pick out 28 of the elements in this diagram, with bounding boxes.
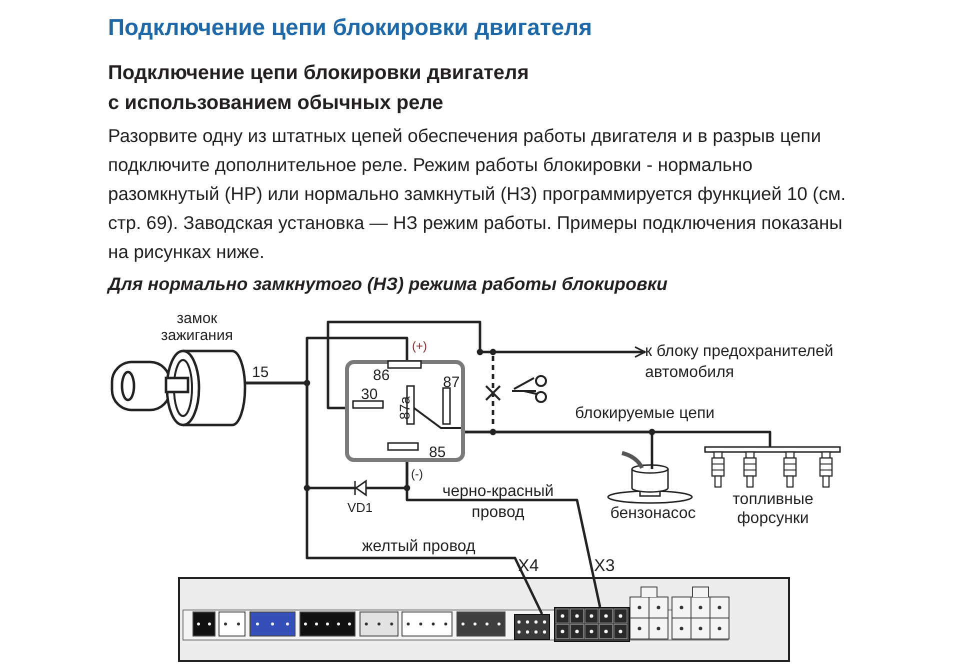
node-label: замок зажигания [160,310,234,344]
wire [406,462,602,608]
pin-number: 85 [429,444,446,461]
paragraph: Разорвите одну из штатных цепей обеспечения работы двигателя и в разрыв цепи подключите дополнительное реле. Режим работы блокировки - нормально разомкнутый (НР) или нормально замкнутый (НЗ) программируется функцией 10 (см. стр. 69). Заводская установка — НЗ режим работы. Примеры подключения показаны на рисунках ниже. [108,124,847,264]
edge-label: желтый провод [362,538,476,556]
subheading: Для нормально замкнутого (НЗ) режима работы блокировки [108,274,668,295]
polarity-label: (+) [412,339,427,353]
pin-number: 86 [373,367,390,384]
wire [246,382,544,615]
connector-block [514,614,550,640]
polarity-label: (-) [411,467,423,481]
connector-label: X3 [594,556,615,576]
pin-number: 87 [443,374,460,391]
subtitle: Подключение цепи блокировки двигателя с использованием обычных реле [108,61,530,116]
edge-label: блокируемые цепи [575,405,715,423]
node-label: VD1 [346,500,374,515]
wire [326,320,646,410]
control-unit [178,577,790,662]
edge-label: 15 [252,364,269,381]
pin-number: 30 [361,386,378,403]
relay [345,360,465,462]
wire [465,430,772,447]
node-label: к блоку предохранителей автомобиля [645,342,834,383]
node-label: бензонасос [609,505,697,523]
title: Подключение цепи блокировки двигателя [108,14,592,41]
node-label: топливные форсунки [732,490,814,528]
edge-label: черно-красный провод [441,482,555,523]
connector-label: X4 [518,556,539,576]
